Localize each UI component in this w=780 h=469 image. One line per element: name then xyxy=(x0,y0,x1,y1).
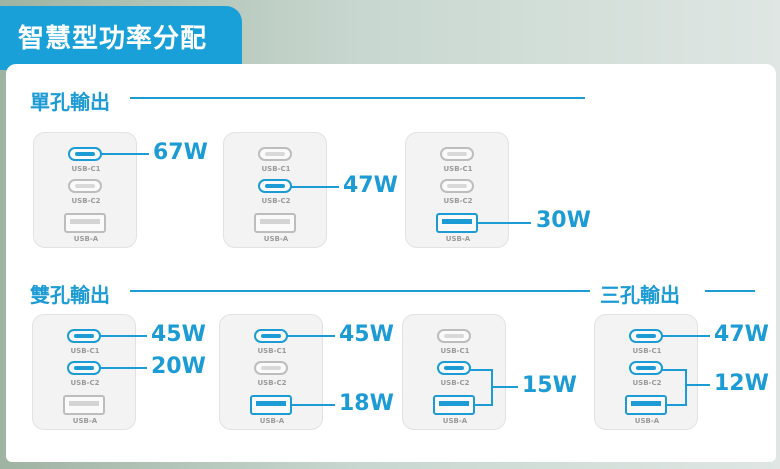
lead-line xyxy=(477,222,531,224)
usb-c1-port xyxy=(254,329,288,343)
lead-line xyxy=(100,367,147,369)
usb-c2-port xyxy=(440,179,474,193)
usb-c1-port xyxy=(258,147,292,161)
usb-c1-label: USB-C1 xyxy=(440,347,470,355)
usb-a-label: USB-A xyxy=(445,235,471,243)
usb-c1-label: USB-C1 xyxy=(443,165,473,173)
usb-a-label: USB-A xyxy=(263,235,289,243)
section-rule-triple xyxy=(705,290,755,292)
lead-line xyxy=(662,335,710,337)
charger-triple: USB-C1 USB-C2 USB-A xyxy=(594,314,698,430)
usb-a-port xyxy=(250,395,292,415)
usb-a-label: USB-A xyxy=(259,417,285,425)
usb-c1-port xyxy=(67,329,101,343)
usb-c2-label: USB-C2 xyxy=(257,379,287,387)
wattage-label: 47W xyxy=(714,322,769,347)
usb-c2-label: USB-C2 xyxy=(261,197,291,205)
usb-c2-label: USB-C2 xyxy=(71,197,101,205)
usb-c2-port xyxy=(629,361,663,375)
wattage-label: 45W xyxy=(151,322,206,347)
wattage-label: 67W xyxy=(153,140,208,165)
wattage-label: 12W xyxy=(714,371,769,396)
usb-c2-label: USB-C2 xyxy=(632,379,662,387)
lead-line xyxy=(491,386,518,388)
section-rule-dual xyxy=(130,290,590,292)
section-title-single: 單孔輸出 xyxy=(30,90,110,114)
usb-c2-port xyxy=(437,361,471,375)
usb-c2-port xyxy=(68,179,102,193)
usb-a-port xyxy=(63,395,105,415)
usb-c1-port xyxy=(68,147,102,161)
usb-a-port xyxy=(436,213,478,233)
usb-c1-label: USB-C1 xyxy=(261,165,291,173)
charger-single-c1: USB-C1 USB-C2 USB-A xyxy=(33,132,137,248)
bracket-bottom xyxy=(474,404,492,406)
lead-line xyxy=(101,153,149,155)
charger-single-c2: USB-C1 USB-C2 USB-A xyxy=(223,132,327,248)
usb-a-label: USB-A xyxy=(72,417,98,425)
usb-a-label: USB-A xyxy=(442,417,468,425)
usb-a-port xyxy=(625,395,667,415)
usb-a-port xyxy=(64,213,106,233)
lead-line xyxy=(100,335,147,337)
usb-c1-label: USB-C1 xyxy=(70,347,100,355)
lead-line xyxy=(685,384,710,386)
usb-c1-port xyxy=(440,147,474,161)
title-banner: 智慧型功率分配 xyxy=(0,6,242,70)
usb-c2-label: USB-C2 xyxy=(440,379,470,387)
lead-line xyxy=(291,186,339,188)
usb-a-label: USB-A xyxy=(73,235,99,243)
usb-c2-label: USB-C2 xyxy=(70,379,100,387)
usb-a-port xyxy=(254,213,296,233)
bracket-top xyxy=(662,369,686,371)
usb-c2-label: USB-C2 xyxy=(443,197,473,205)
lead-line xyxy=(287,335,335,337)
lead-line xyxy=(291,404,335,406)
charger-dual-c1-a: USB-C1 USB-C2 USB-A xyxy=(219,314,323,430)
wattage-label: 45W xyxy=(339,322,394,347)
usb-c1-label: USB-C1 xyxy=(257,347,287,355)
section-title-triple: 三孔輸出 xyxy=(600,283,680,307)
usb-a-label: USB-A xyxy=(634,417,660,425)
charger-single-a: USB-C1 USB-C2 USB-A xyxy=(405,132,509,248)
bracket-vertical xyxy=(685,369,687,406)
usb-c1-port xyxy=(437,329,471,343)
usb-c2-port xyxy=(67,361,101,375)
usb-c1-label: USB-C1 xyxy=(632,347,662,355)
page-title: 智慧型功率分配 xyxy=(18,24,208,54)
charger-dual-c1-c2: USB-C1 USB-C2 USB-A xyxy=(32,314,136,430)
usb-a-port xyxy=(433,395,475,415)
wattage-label: 47W xyxy=(343,173,398,198)
bracket-bottom xyxy=(666,404,686,406)
bracket-top xyxy=(470,369,492,371)
usb-c1-port xyxy=(629,329,663,343)
usb-c1-label: USB-C1 xyxy=(71,165,101,173)
section-rule-single xyxy=(130,97,585,99)
charger-dual-c2-a: USB-C1 USB-C2 USB-A xyxy=(402,314,506,430)
wattage-label: 18W xyxy=(339,391,394,416)
wattage-label: 30W xyxy=(536,208,591,233)
usb-c2-port xyxy=(258,179,292,193)
wattage-label: 15W xyxy=(522,373,577,398)
section-title-dual: 雙孔輸出 xyxy=(30,283,110,307)
usb-c2-port xyxy=(254,361,288,375)
wattage-label: 20W xyxy=(151,354,206,379)
